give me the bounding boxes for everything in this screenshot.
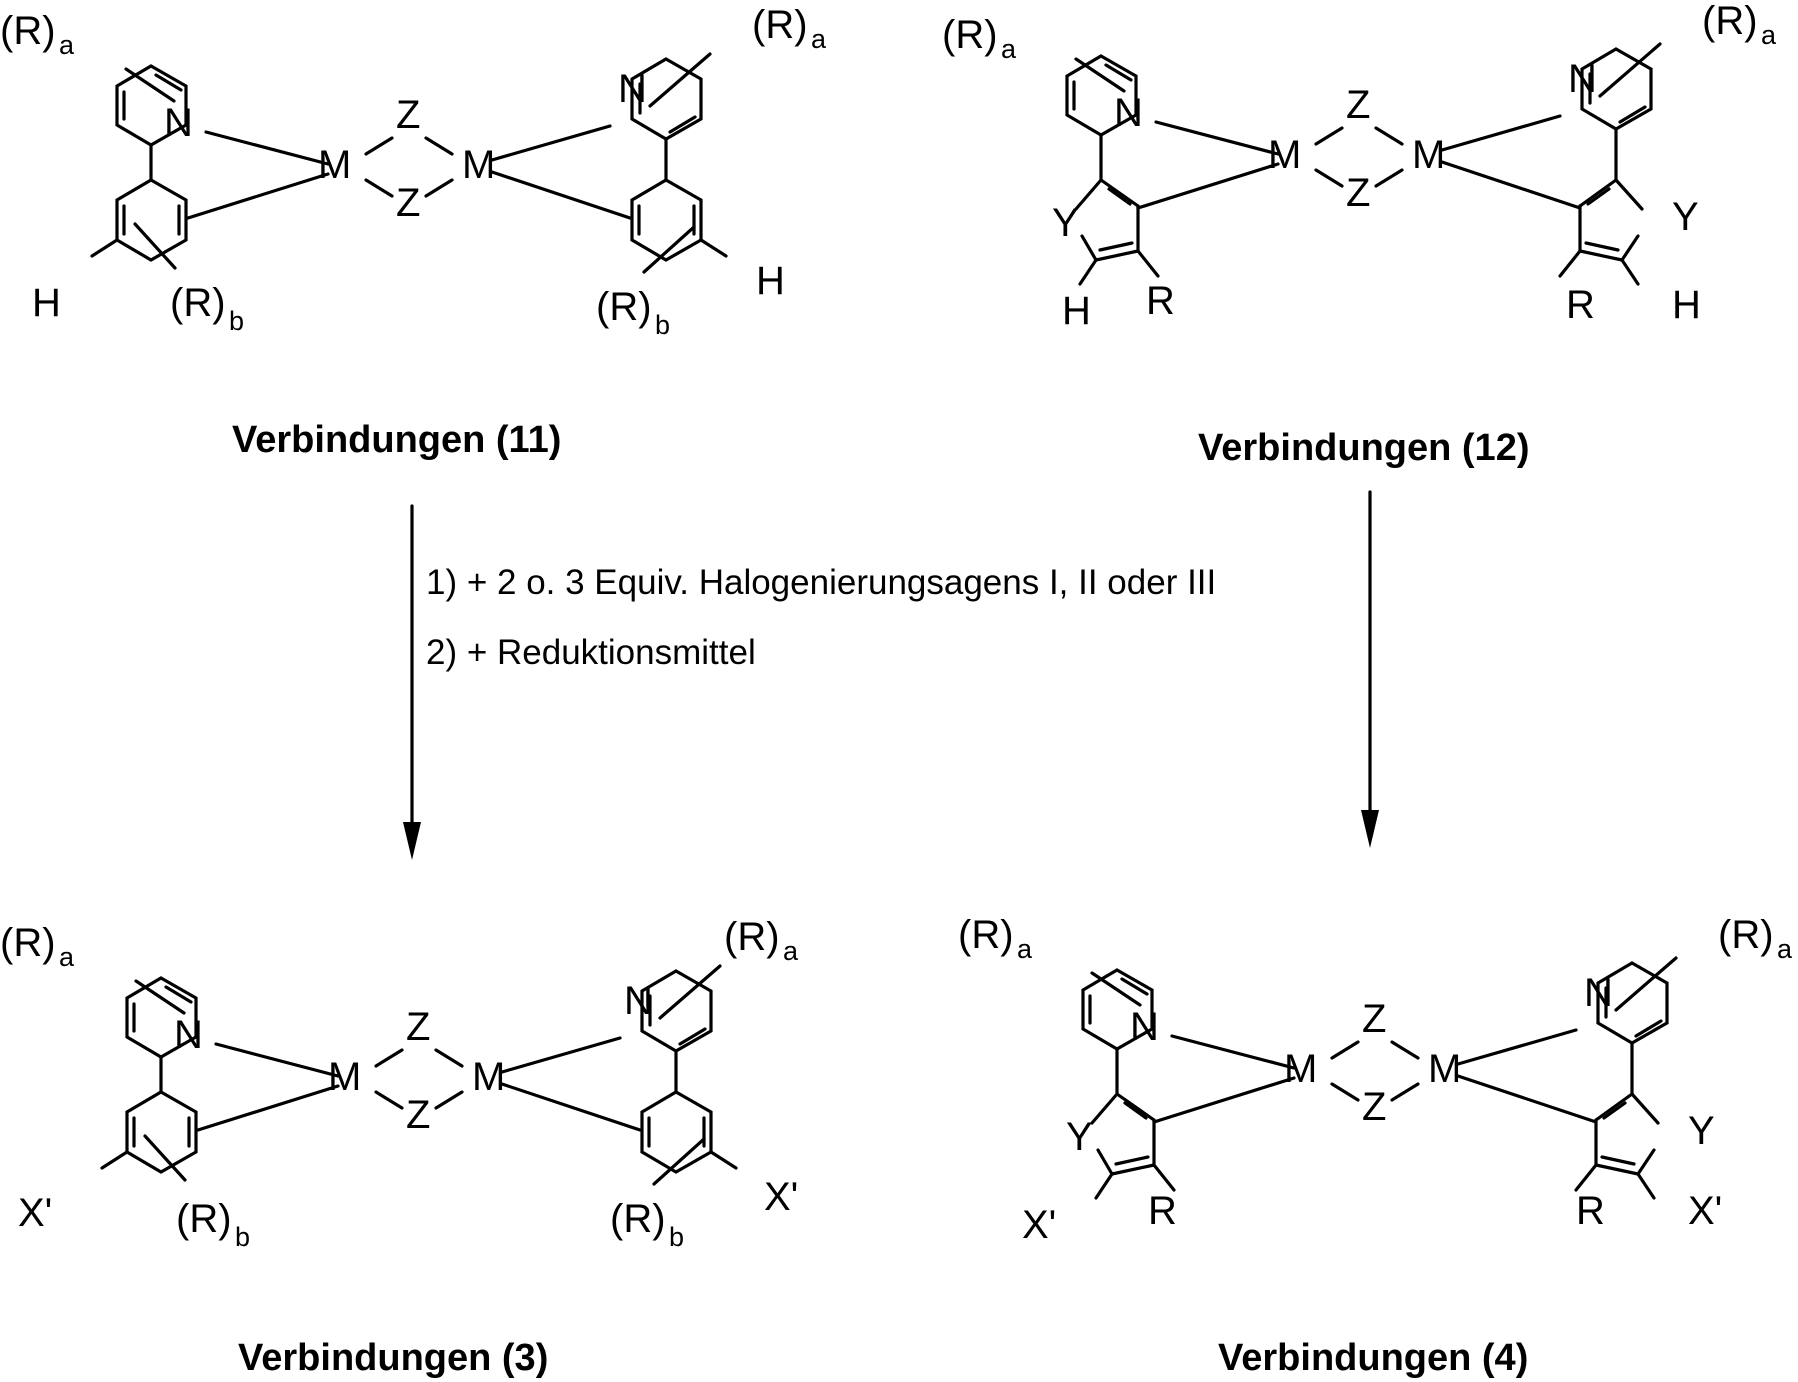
atom-z: Z (406, 1093, 430, 1137)
atom-n: N (1568, 57, 1597, 101)
atom-x: X' (1022, 1203, 1056, 1247)
atom-y: Y (1688, 1109, 1715, 1153)
atom-y: Y (1672, 195, 1699, 239)
atom-m: M (318, 143, 351, 187)
compound-4-structure: N M Z Z M N Y Y X' R R X' (R) a (R) a (958, 913, 1793, 1247)
substituent-r: (R) (752, 3, 808, 47)
atom-y: Y (1066, 1115, 1093, 1159)
atom-n: N (164, 101, 193, 145)
atom-r: R (1146, 279, 1175, 323)
subscript: b (669, 1222, 684, 1252)
compound-3-caption: Verbindungen (3) (238, 1337, 548, 1379)
substituent-r: (R) (1718, 913, 1774, 957)
subscript: a (1777, 934, 1793, 964)
atom-z: Z (396, 181, 420, 225)
substituent-r: (R) (176, 1197, 232, 1241)
atom-h: H (1672, 283, 1701, 327)
subscript: b (235, 1222, 250, 1252)
atom-r: R (1148, 1189, 1177, 1233)
atom-x: X' (764, 1175, 798, 1219)
subscript: a (59, 942, 75, 972)
atom-x: X' (1688, 1189, 1722, 1233)
atom-z: Z (406, 1005, 430, 1049)
compound-12-structure: N M Z Z M N Y Y H R R H (R) a (R) a (942, 0, 1777, 333)
substituent-r: (R) (0, 9, 56, 53)
atom-z: Z (396, 93, 420, 137)
atom-z: Z (1362, 997, 1386, 1041)
subscript: a (1017, 934, 1033, 964)
atom-r: R (1576, 1189, 1605, 1233)
atom-h: H (756, 259, 785, 303)
atom-n: N (624, 979, 653, 1023)
substituent-r: (R) (1702, 0, 1758, 43)
atom-m: M (472, 1055, 505, 1099)
substituent-r: (R) (958, 913, 1014, 957)
atom-n: N (1130, 1005, 1159, 1049)
atom-m: M (1428, 1047, 1461, 1091)
atom-h: H (1062, 289, 1091, 333)
compound-12-caption: Verbindungen (12) (1198, 427, 1529, 469)
subscript: a (783, 936, 799, 966)
reaction-arrow-right (1361, 492, 1379, 848)
atom-n: N (1114, 91, 1143, 135)
atom-m: M (1268, 133, 1301, 177)
compound-11-structure: N M Z Z M N H H (R) a (R) b (R) a (R) b (0, 3, 827, 340)
substituent-r: (R) (942, 13, 998, 57)
atom-h: H (32, 281, 61, 325)
subscript: a (1001, 34, 1017, 64)
atom-r: R (1566, 283, 1595, 327)
atom-m: M (1412, 133, 1445, 177)
atom-z: Z (1362, 1085, 1386, 1129)
compound-11-caption: Verbindungen (11) (232, 419, 561, 461)
condition-step-1: 1) + 2 o. 3 Equiv. Halogenierungsagens I… (426, 563, 1216, 602)
reaction-arrow-left (403, 506, 421, 860)
atom-m: M (328, 1055, 361, 1099)
compound-4-caption: Verbindungen (4) (1218, 1337, 1528, 1379)
atom-n: N (618, 67, 647, 111)
substituent-r: (R) (724, 915, 780, 959)
subscript: b (229, 306, 244, 336)
compound-3-structure: N M Z Z M N X' X' (R) a (R) b (R) a (R) … (0, 915, 799, 1252)
subscript: b (655, 310, 670, 340)
atom-m: M (1284, 1047, 1317, 1091)
atom-z: Z (1346, 83, 1370, 127)
subscript: a (59, 30, 75, 60)
substituent-r: (R) (170, 281, 226, 325)
substituent-r: (R) (596, 285, 652, 329)
condition-step-2: 2) + Reduktionsmittel (426, 633, 756, 672)
atom-z: Z (1346, 171, 1370, 215)
substituent-r: (R) (0, 921, 56, 965)
subscript: a (1761, 20, 1777, 50)
atom-x: X' (18, 1191, 52, 1235)
atom-m: M (462, 143, 495, 187)
substituent-r: (R) (610, 1197, 666, 1241)
atom-y: Y (1052, 201, 1079, 245)
atom-n: N (1584, 971, 1613, 1015)
subscript: a (811, 24, 827, 54)
atom-n: N (174, 1013, 203, 1057)
